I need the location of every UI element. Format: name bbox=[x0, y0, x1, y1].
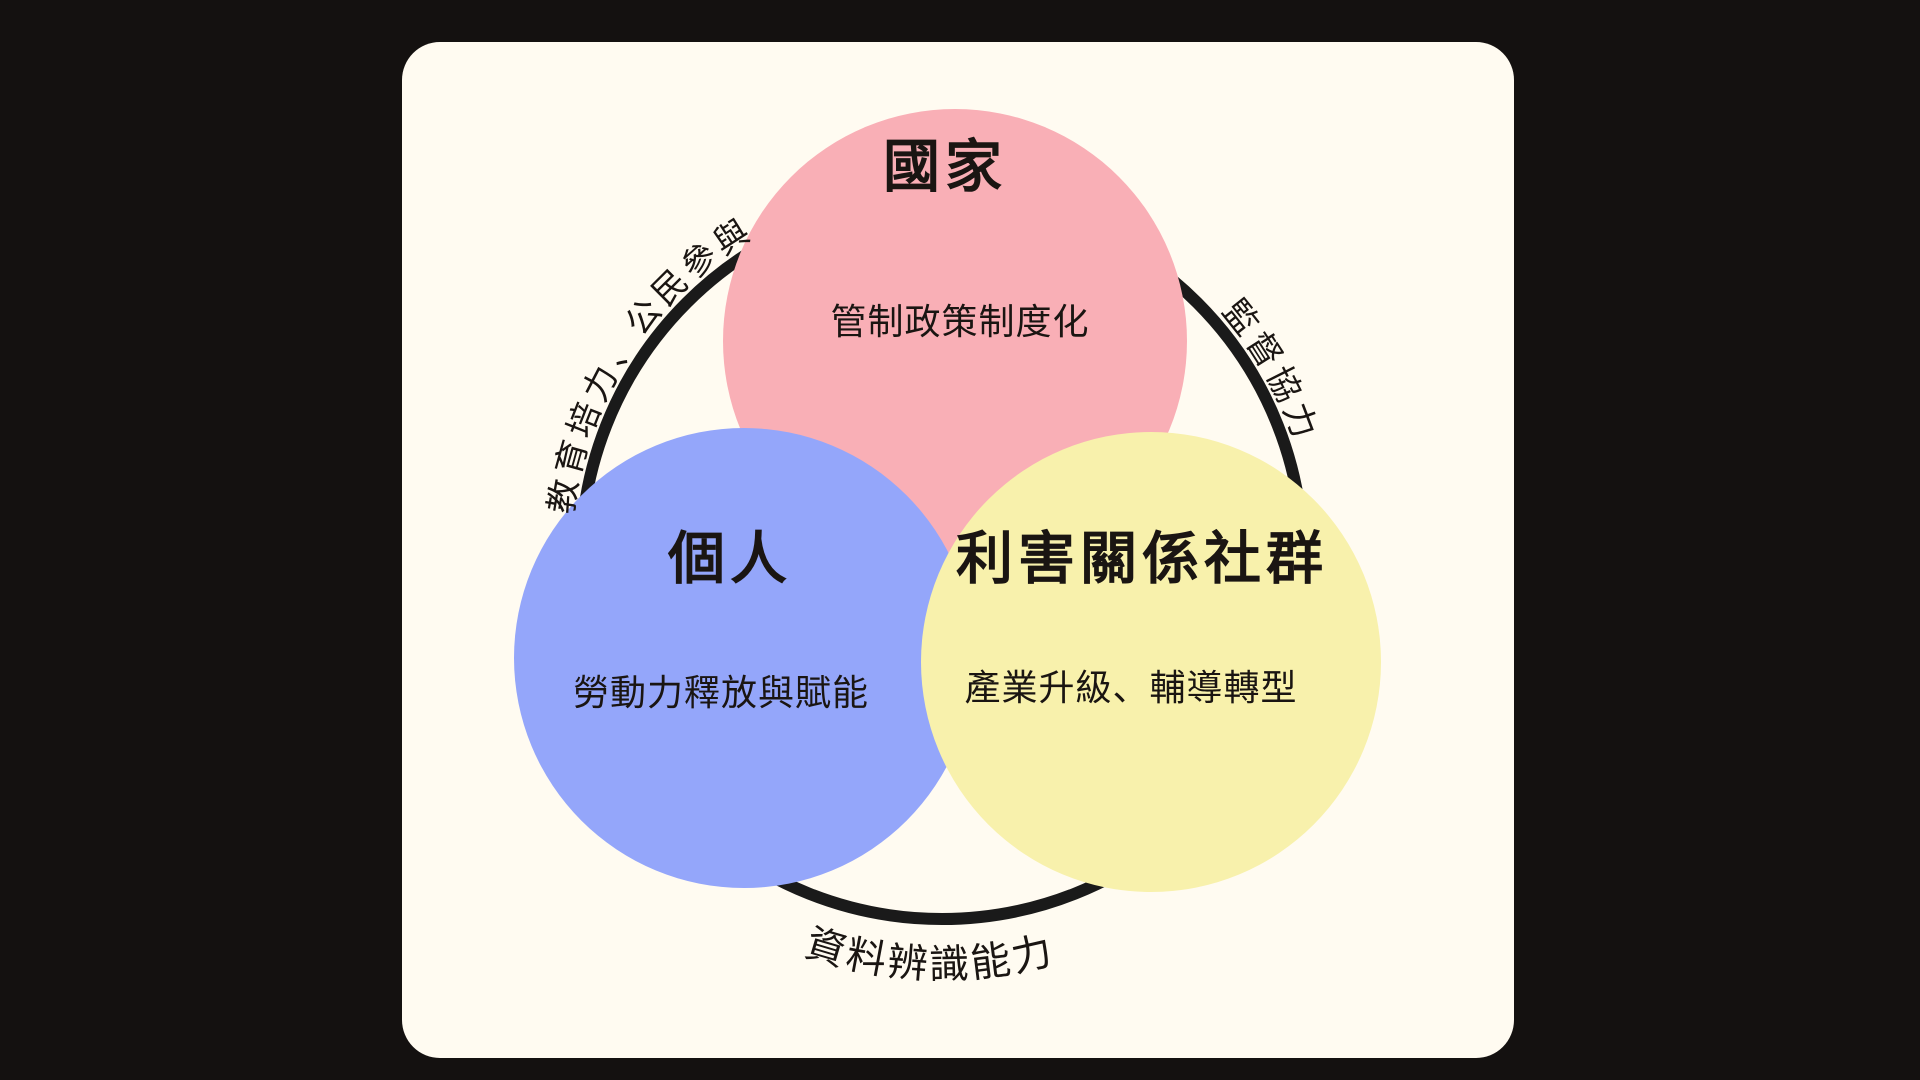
individual-title: 個人 bbox=[667, 527, 792, 591]
state-title: 國家 bbox=[883, 135, 1007, 199]
stakeholder-title: 利害關係社群 bbox=[956, 527, 1328, 591]
circle-individual bbox=[514, 428, 974, 888]
circle-stakeholder bbox=[921, 432, 1381, 892]
state-description: 管制政策制度化 bbox=[830, 301, 1089, 342]
individual-description: 勞動力釋放與賦能 bbox=[573, 672, 869, 713]
stakeholder-description: 產業升級、輔導轉型 bbox=[964, 667, 1297, 708]
